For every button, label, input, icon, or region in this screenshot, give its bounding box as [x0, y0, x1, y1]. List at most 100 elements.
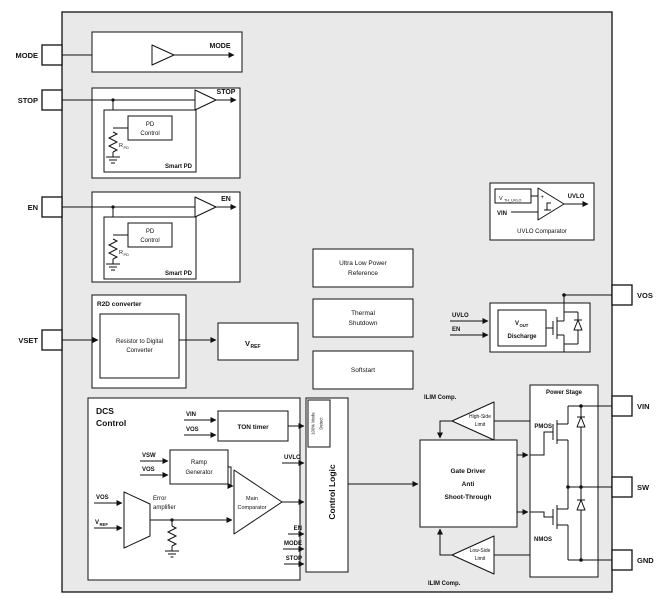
- mode-buffer-triangle: [151, 44, 175, 66]
- uvlo-vin-label: VIN: [497, 211, 507, 217]
- thermal-box: [312, 298, 414, 338]
- ramp-vsw-label: VSW: [142, 453, 156, 459]
- en-buffer-triangle: [194, 196, 217, 218]
- en-rpd-resistor: [107, 238, 119, 260]
- ulp-label-2: Reference: [348, 270, 378, 277]
- pin-label-en: EN: [28, 203, 38, 212]
- discharge-vout-label: V: [515, 321, 519, 327]
- erramp-ground-symbol: [165, 546, 179, 558]
- dcs-title-1: DCS: [96, 406, 114, 416]
- pdcontrol-label-2: Control: [140, 131, 159, 137]
- pmos-label: PMOS: [534, 424, 552, 430]
- discharge-diode: [573, 319, 583, 331]
- erramp-label-2: amplifier: [153, 505, 176, 511]
- en-ground-symbol: [106, 259, 120, 271]
- ulp-reference-block: Ultra Low Power Reference: [312, 248, 414, 288]
- dcs-control-block: DCS Control VIN VOS TON timer VSW VOS Ra…: [87, 397, 305, 581]
- pin-label-stop: STOP: [18, 96, 38, 105]
- en-rpd-sub: PD: [124, 253, 130, 257]
- stop-out-label: STOP: [217, 89, 236, 96]
- uvlo-plus-sign: +: [541, 195, 545, 201]
- ilim-high-title: ILIM Comp.: [424, 395, 457, 401]
- ilim-low-label-2: Limit: [475, 556, 486, 562]
- vref-block: V REF: [217, 322, 299, 361]
- mode-buffer-block: MODE: [62, 31, 243, 73]
- ton-vos-label: VOS: [186, 427, 199, 433]
- maincomp-label-2: Comparator: [237, 505, 266, 511]
- pin-gnd: [611, 549, 633, 571]
- gate-driver-label-2: Anti: [462, 481, 475, 488]
- ilim-high-label-2: Limit: [475, 422, 486, 428]
- erramp-resistor: [166, 525, 178, 547]
- uvlo-out-label: UVLO: [568, 194, 585, 200]
- ulp-box: [312, 248, 414, 288]
- cl-mode-label: MODE: [284, 541, 302, 547]
- thermal-label-1: Thermal: [351, 310, 375, 317]
- vref-label: V: [245, 339, 250, 348]
- gate-driver-label-3: Shoot-Through: [445, 494, 492, 501]
- pdcontrol-label-1: PD: [146, 229, 155, 235]
- control-logic-block: 100% Mode Detect Control Logic UVLO EN M…: [282, 397, 419, 573]
- right-pins: VOS VIN SW GND: [611, 284, 654, 571]
- nmos-body-diode: [576, 487, 586, 560]
- pin-label-vset: VSET: [18, 336, 38, 345]
- vout-discharge-block: UVLO EN V OUT Discharge: [450, 293, 612, 353]
- mode-detect-label-1: 100% Mode: [311, 412, 316, 435]
- r2d-converter-block: R2D converter Resistor to Digital Conver…: [62, 294, 217, 389]
- nmos-symbol: [530, 487, 569, 560]
- en-out-label: EN: [221, 196, 231, 203]
- ilim-high-label-1: High-Side: [469, 414, 491, 420]
- erramp-label-1: Error: [153, 496, 166, 502]
- ilim-low-label-1: Low-Side: [470, 548, 491, 554]
- discharge-en-label: EN: [452, 327, 460, 333]
- mode-detect-label-2: Detect: [319, 417, 324, 430]
- pin-vset: [41, 329, 63, 351]
- thermal-label-2: Shutdown: [349, 320, 378, 327]
- softstart-label: Softstart: [351, 367, 375, 374]
- pmos-body-diode: [576, 406, 586, 487]
- left-pins: MODE STOP EN VSET: [16, 44, 63, 351]
- uvlo-comparator-block: V TH_UVLO VIN + UVLO UVLO Comparator: [489, 182, 595, 241]
- erramp-vref-sub: REF: [100, 522, 109, 527]
- mode-detect-box: [307, 399, 331, 448]
- en-smartpd-title: Smart PD: [165, 271, 193, 277]
- error-amplifier-symbol: [123, 491, 151, 549]
- stop-smartpd-block: STOP PD Control R PD Smart PD: [62, 87, 241, 179]
- ramp-generator-box: [169, 449, 229, 485]
- pin-label-mode: MODE: [16, 51, 39, 60]
- en-pdcontrol-box: [127, 222, 173, 248]
- pmos-symbol: [530, 406, 569, 487]
- discharge-inner-box: [497, 309, 547, 347]
- pin-mode: [41, 44, 63, 66]
- thermal-shutdown-block: Thermal Shutdown: [312, 298, 414, 338]
- softstart-box: [312, 350, 414, 390]
- r2d-inner-box: [99, 313, 180, 379]
- stop-rpd-resistor: [107, 131, 119, 153]
- main-comparator-triangle: [233, 469, 283, 535]
- uvlo-comp-caption: UVLO Comparator: [517, 229, 567, 235]
- pin-stop: [41, 89, 63, 111]
- en-rpd-label: R: [119, 250, 123, 256]
- vth-label-sub: TH_UVLO: [504, 199, 522, 203]
- ulp-label-1: Ultra Low Power: [339, 260, 388, 267]
- ilim-low-side-block: Low-Side Limit ILIM Comp.: [428, 528, 530, 587]
- erramp-vref-label: V: [95, 520, 99, 526]
- erramp-vos-label: VOS: [96, 495, 109, 501]
- ramp-label-2: Generator: [185, 470, 212, 476]
- ton-vin-label: VIN: [186, 412, 196, 418]
- pin-sw: [611, 476, 633, 498]
- stop-buffer-triangle: [194, 89, 217, 111]
- discharge-uvlo-label: UVLO: [452, 313, 469, 319]
- pin-vos: [611, 284, 633, 306]
- control-logic-label: Control Logic: [327, 464, 337, 520]
- dcs-title-2: Control: [96, 418, 126, 428]
- uvlo-comp-triangle: [537, 187, 565, 221]
- gate-driver-label-1: Gate Driver: [450, 468, 486, 475]
- vref-box: [217, 322, 299, 361]
- cl-en-label: EN: [294, 526, 302, 532]
- maincomp-label-1: Main: [246, 496, 258, 502]
- discharge-mosfet-symbol: [546, 295, 583, 352]
- pin-vin: [611, 395, 633, 417]
- power-stage-title: Power Stage: [546, 390, 583, 396]
